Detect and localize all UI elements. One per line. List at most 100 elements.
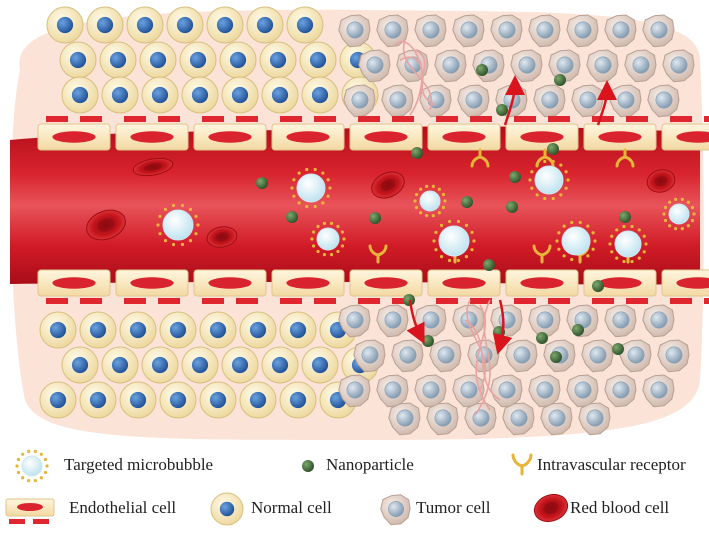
normal-cell xyxy=(199,381,237,419)
tumor-cell xyxy=(391,339,424,373)
red-blood-cell xyxy=(533,493,569,523)
tumor-cell xyxy=(586,49,619,83)
normal-cell xyxy=(221,346,259,384)
normal-cell xyxy=(101,346,139,384)
tumor-cell xyxy=(388,402,421,436)
normal-cell xyxy=(179,41,217,79)
tumor-cell xyxy=(376,304,409,338)
tumor-cell xyxy=(338,374,371,408)
endothelial-cell xyxy=(583,123,657,151)
nanoparticle xyxy=(476,64,488,76)
normal-cell xyxy=(61,76,99,114)
normal-cell xyxy=(86,6,124,44)
extravasation-arrow xyxy=(492,299,513,355)
endothelial-cell xyxy=(193,123,267,151)
tumor-cell xyxy=(381,84,414,118)
endothelial-cell xyxy=(271,269,345,297)
endothelial-cell xyxy=(37,123,111,151)
tumor-cell xyxy=(510,49,543,83)
fiber xyxy=(474,299,491,416)
intravascular-receptor xyxy=(368,244,388,264)
normal-cell xyxy=(279,381,317,419)
endothelial-cell xyxy=(505,123,579,151)
nanoparticle xyxy=(422,335,434,347)
legend-label-microbubble: Targeted microbubble xyxy=(64,455,214,474)
tumor-cell xyxy=(490,14,523,48)
normal-cell xyxy=(159,311,197,349)
extravasation-arrow xyxy=(503,75,525,126)
normal-cell xyxy=(246,6,284,44)
normal-cell-icon xyxy=(210,492,244,526)
normal-cell xyxy=(101,76,139,114)
endothelial-layer-bottom xyxy=(37,269,709,304)
nanoparticle xyxy=(612,343,624,355)
endothelial-cell xyxy=(193,269,267,297)
normal-cell xyxy=(301,76,339,114)
normal-cell xyxy=(181,346,219,384)
tumor-cell xyxy=(426,402,459,436)
tumor-cell xyxy=(528,304,561,338)
intravascular-receptor xyxy=(470,148,490,168)
fiber xyxy=(402,39,433,111)
nanoparticle xyxy=(461,196,473,208)
nanoparticle xyxy=(403,294,415,306)
tumor-cell xyxy=(642,374,675,408)
tumor-cell xyxy=(609,84,642,118)
normal-cell xyxy=(39,311,77,349)
microbubble xyxy=(156,203,200,247)
tumor-cell xyxy=(578,402,611,436)
nanoparticle xyxy=(509,171,521,183)
normal-cell xyxy=(59,41,97,79)
legend xyxy=(5,449,569,526)
microbubble xyxy=(432,219,476,263)
normal-cell xyxy=(206,6,244,44)
nanoparticle xyxy=(286,211,298,223)
normal-cell xyxy=(119,381,157,419)
extravasation-arrow xyxy=(406,299,425,344)
nanoparticle xyxy=(554,74,566,86)
tumor-cell xyxy=(502,402,535,436)
endothelial-cell xyxy=(115,123,189,151)
nanoparticle xyxy=(572,324,584,336)
normal-cell xyxy=(141,76,179,114)
nanoparticle xyxy=(592,280,604,292)
tumor-cell xyxy=(540,402,573,436)
normal-cell xyxy=(119,311,157,349)
tumor-cell xyxy=(642,14,675,48)
vessel-contents xyxy=(86,64,696,363)
normal-cell xyxy=(286,6,324,44)
normal-cell xyxy=(299,41,337,79)
tumor-cell xyxy=(338,14,371,48)
nanoparticle xyxy=(547,143,559,155)
microbubble xyxy=(528,159,570,201)
normal-cell xyxy=(126,6,164,44)
legend-label-rbc: Red blood cell xyxy=(570,498,670,517)
normal-cell xyxy=(139,41,177,79)
nanoparticle xyxy=(256,177,268,189)
endothelial-cell xyxy=(427,123,501,151)
tumor-cell-icon xyxy=(380,494,411,526)
normal-cell xyxy=(301,346,339,384)
tumor-cell xyxy=(571,84,604,118)
endothelial-cell xyxy=(661,269,709,297)
normal-cell xyxy=(141,346,179,384)
red-blood-cell-icon xyxy=(533,493,569,523)
legend-label-tumor: Tumor cell xyxy=(416,498,491,517)
tumor-cell xyxy=(624,49,657,83)
normal-cell xyxy=(166,6,204,44)
tumor-cell xyxy=(376,374,409,408)
normal-cell xyxy=(79,311,117,349)
extravasation-arrow xyxy=(596,80,617,126)
microbubble xyxy=(15,449,49,483)
endothelial-cell xyxy=(37,269,111,297)
endothelial-cell xyxy=(427,269,501,297)
tumor-cell xyxy=(604,374,637,408)
endothelial-cell xyxy=(505,269,579,297)
endothelial-cell xyxy=(271,123,345,151)
nanoparticle xyxy=(506,201,518,213)
fiber xyxy=(464,319,501,401)
tumor-cell xyxy=(528,14,561,48)
nanoparticle xyxy=(496,104,508,116)
normal-cell xyxy=(259,41,297,79)
tumor-cell xyxy=(452,14,485,48)
